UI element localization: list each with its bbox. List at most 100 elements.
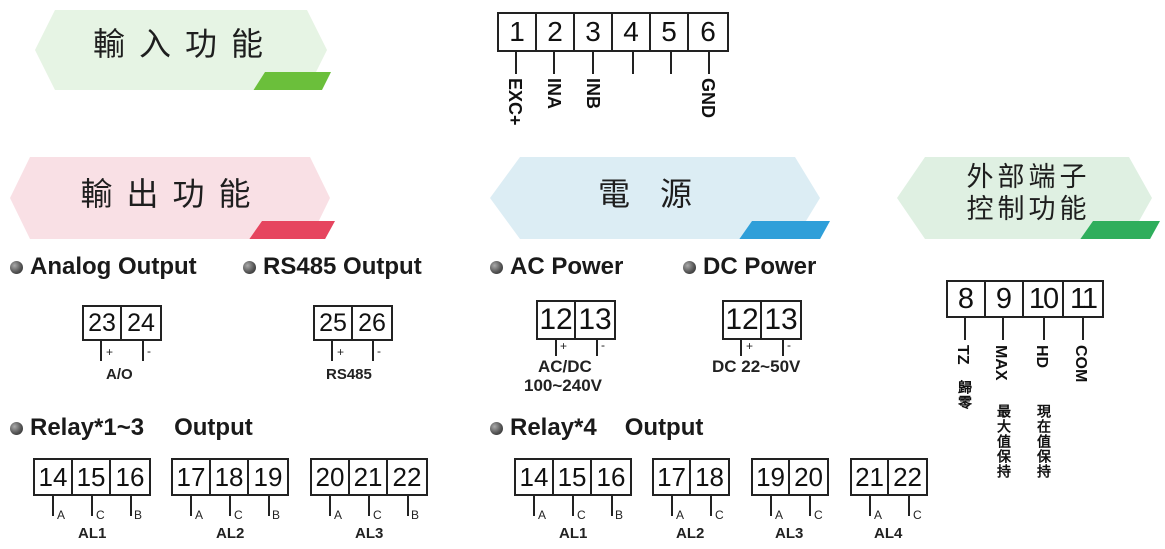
dc-power-heading: DC Power <box>683 253 816 281</box>
lead-line <box>740 340 742 356</box>
terminal-17: 17 <box>173 460 212 494</box>
plus-sign: + <box>560 339 568 353</box>
relay3-al2-block: 17 18 19 <box>171 458 289 496</box>
lead-line <box>100 341 102 361</box>
terminal-20: 20 <box>312 460 351 494</box>
rs485-output-text: RS485 Output <box>263 253 422 280</box>
external-control-banner: 外部端子 控制功能 <box>897 157 1160 239</box>
relay4-al3-label: AL3 <box>775 525 804 542</box>
minus-sign: - <box>601 338 605 352</box>
terminal-25: 25 <box>315 307 354 339</box>
lead-line <box>596 340 598 356</box>
plus-sign: + <box>746 339 754 353</box>
input-terminal-block: 1 2 3 4 5 6 <box>497 12 729 52</box>
lead-line <box>142 341 144 361</box>
rs485-terminal-block: 25 26 <box>313 305 393 341</box>
analog-output-text: Analog Output <box>30 253 197 280</box>
terminal-16: 16 <box>115 461 145 492</box>
terminal-11: 11 <box>1069 282 1098 315</box>
input-label-exc: EXC+ <box>505 78 525 126</box>
pin-b: B <box>615 508 624 522</box>
minus-sign: - <box>787 338 791 352</box>
pin-c: C <box>913 508 922 522</box>
input-label-gnd: GND <box>698 78 718 118</box>
lead-line <box>908 496 910 516</box>
dc-power-terminal-block: 12 13 <box>722 300 802 340</box>
terminal-3: 3 <box>575 14 613 50</box>
pin-c: C <box>373 508 382 522</box>
relay3-al3-block: 20 21 22 <box>310 458 428 496</box>
terminal-13: 13 <box>764 303 798 336</box>
lead-line <box>372 341 374 361</box>
terminal-8: 8 <box>948 282 986 316</box>
pin-b: B <box>411 508 420 522</box>
input-function-title: 輸入功能 <box>92 25 277 63</box>
relay3-al1-block: 14 15 16 <box>33 458 151 496</box>
lead-line <box>329 496 331 516</box>
ac-power-label-2: 100~240V <box>524 376 602 395</box>
lead-line <box>52 496 54 516</box>
input-function-banner: 輸入功能 <box>35 10 335 90</box>
relay4-al2-label: AL2 <box>676 525 705 542</box>
terminal-21: 21 <box>852 460 890 494</box>
terminal-13: 13 <box>578 303 612 336</box>
pin-b: B <box>272 508 281 522</box>
lead-line <box>229 496 231 516</box>
terminal-14: 14 <box>35 460 74 494</box>
banner-shape <box>490 157 830 239</box>
external-label-tz: TZ <box>954 345 971 365</box>
relay4-al4-block: 21 22 <box>850 458 928 496</box>
terminal-22: 22 <box>392 461 422 492</box>
terminal-21: 21 <box>350 460 389 494</box>
minus-sign: - <box>147 344 151 358</box>
relay3-al2-label: AL2 <box>216 525 245 542</box>
lead-line <box>592 52 594 74</box>
lead-line <box>670 52 672 74</box>
lead-line <box>130 496 132 516</box>
analog-output-heading: Analog Output <box>10 253 197 281</box>
external-desc-zero: 歸零 <box>956 380 972 410</box>
output-function-title: 輸出功能 <box>80 175 265 213</box>
ac-power-terminal-block: 12 13 <box>536 300 616 340</box>
lead-line <box>708 52 710 74</box>
input-label-inb: INB <box>583 78 603 109</box>
lead-line <box>572 496 574 516</box>
lead-line <box>671 496 673 516</box>
bullet-icon <box>490 260 503 274</box>
lead-line <box>331 341 333 361</box>
lead-line <box>782 340 784 356</box>
bullet-icon <box>10 260 23 274</box>
lead-line <box>964 318 966 340</box>
terminal-19: 19 <box>253 461 283 492</box>
pin-c: C <box>577 508 586 522</box>
pin-c: C <box>96 508 105 522</box>
plus-sign: + <box>106 345 114 359</box>
relay4-al1-label: AL1 <box>559 525 588 542</box>
terminal-20: 20 <box>794 461 823 492</box>
pin-a: A <box>538 508 547 522</box>
pin-a: A <box>195 508 204 522</box>
lead-line <box>190 496 192 516</box>
lead-line <box>515 52 517 74</box>
terminal-4: 4 <box>613 14 651 50</box>
terminal-26: 26 <box>358 308 386 337</box>
external-label-com: COM <box>1072 345 1089 383</box>
banner-shape <box>10 157 335 239</box>
relay4-heading: Relay*4 Output <box>490 414 703 442</box>
terminal-15: 15 <box>554 460 593 494</box>
lead-line <box>555 340 557 356</box>
banner-shape <box>35 10 331 90</box>
relay4-al4-label: AL4 <box>874 525 903 542</box>
minus-sign: - <box>377 344 381 358</box>
relay3-al1-label: AL1 <box>78 525 107 542</box>
pin-a: A <box>57 508 66 522</box>
terminal-23: 23 <box>84 307 123 339</box>
terminal-1: 1 <box>499 14 537 50</box>
terminal-9: 9 <box>986 282 1024 316</box>
external-terminal-block: 8 9 10 11 <box>946 280 1104 318</box>
analog-output-label: A/O <box>106 366 133 383</box>
lead-line <box>407 496 409 516</box>
lead-line <box>710 496 712 516</box>
terminal-14: 14 <box>516 460 555 494</box>
terminal-10: 10 <box>1024 282 1064 316</box>
